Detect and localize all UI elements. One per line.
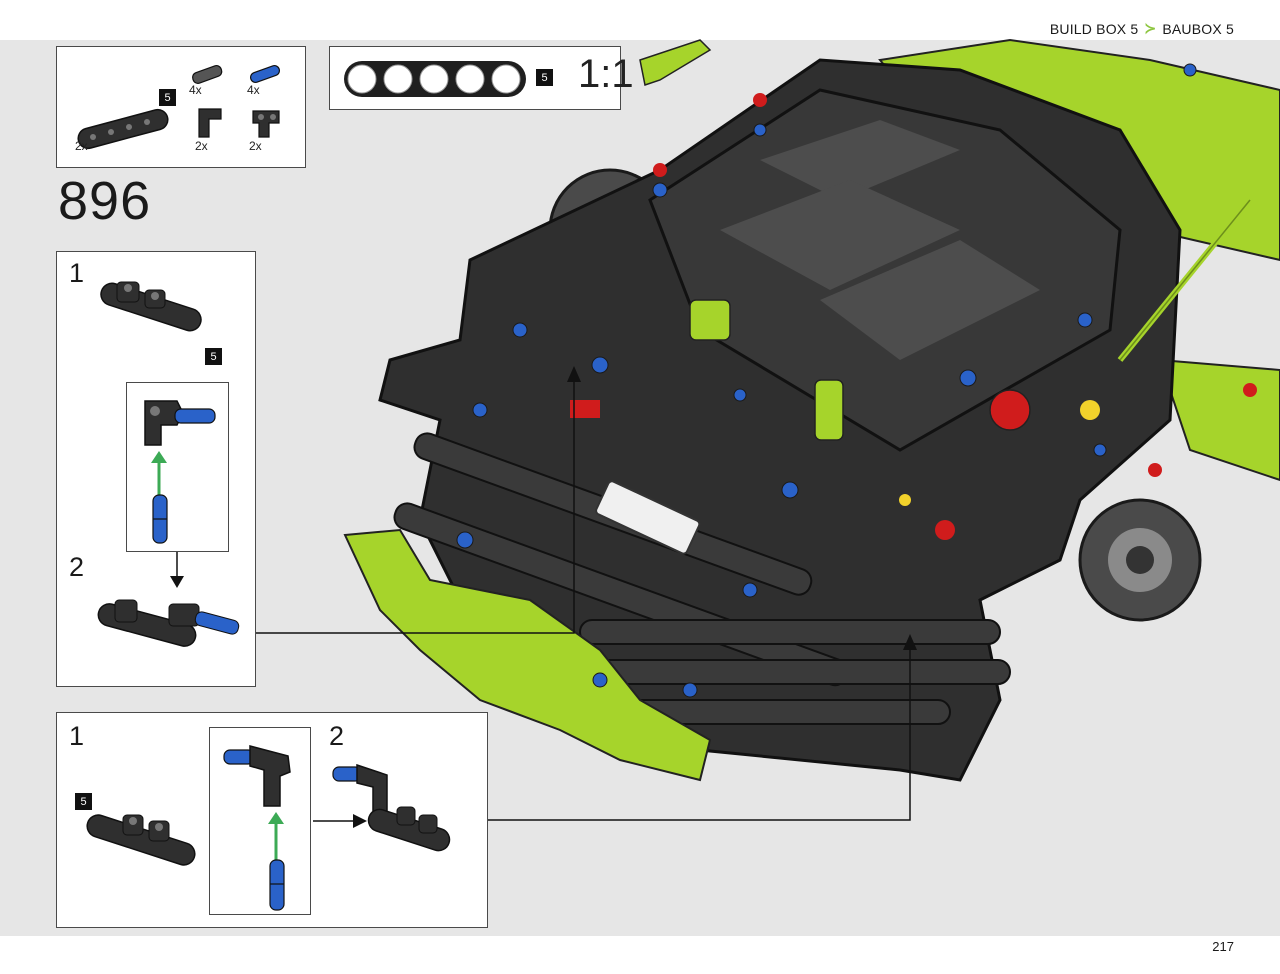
perpendicular-connector-part xyxy=(252,110,280,138)
angle-connector-with-pin xyxy=(223,745,291,807)
bag-badge: 5 xyxy=(159,89,176,106)
blue-pin-qty: 4x xyxy=(247,83,260,97)
blue-pin-part xyxy=(250,64,280,84)
completed-subassembly xyxy=(97,599,240,647)
arrow-up-icon xyxy=(268,812,284,860)
beam-with-connectors xyxy=(100,281,202,332)
step-number: 896 xyxy=(58,171,152,231)
parts-callout: 2x 5 4x 4x 2x 2x xyxy=(56,46,306,168)
baubox-label: BAUBOX 5 xyxy=(1162,20,1234,37)
blue-pin-part xyxy=(152,494,168,544)
completed-subassembly xyxy=(332,763,451,852)
angle-connector-qty: 2x xyxy=(195,139,208,153)
page-number: 217 xyxy=(1212,939,1234,954)
build-box-label: BUILD BOX 5 xyxy=(1049,20,1139,37)
assembly-arrow-icon xyxy=(313,814,367,828)
sub-bag-badge: 5 xyxy=(205,348,222,365)
separator-icon: ≻ xyxy=(1144,20,1157,36)
scale-label: 1:1 xyxy=(578,52,634,96)
connector-with-pin xyxy=(144,400,216,446)
axle-connector-part xyxy=(192,64,223,84)
sub-step-label: 2 xyxy=(329,721,345,751)
axle-connector-qty: 4x xyxy=(189,83,202,97)
inner-assembly-box xyxy=(126,382,229,552)
sub-bag-badge: 5 xyxy=(75,793,92,810)
beam-5-part xyxy=(77,108,169,150)
angle-connector-part xyxy=(198,108,222,138)
beam-5-qty: 2x xyxy=(75,139,88,153)
sub-step-label: 2 xyxy=(69,552,85,582)
perpendicular-connector-qty: 2x xyxy=(249,139,262,153)
arrow-down-icon xyxy=(170,552,184,588)
beam-with-connectors xyxy=(86,814,196,866)
sub-step-label: 1 xyxy=(69,721,85,751)
sub-step-label: 1 xyxy=(69,258,85,288)
subassembly-top: 1 5 2 xyxy=(56,251,256,687)
arrow-up-icon xyxy=(151,451,167,499)
build-box-breadcrumb: BUILD BOX 5 ≻ BAUBOX 5 xyxy=(1050,20,1234,37)
blue-pin-part xyxy=(269,859,285,911)
subassembly-bottom: 1 5 2 xyxy=(56,712,488,928)
inner-assembly-box xyxy=(209,727,311,915)
ruler-bag-badge: 5 xyxy=(536,69,553,86)
pin-ruler-icon xyxy=(344,61,526,97)
ruler-callout: 5 xyxy=(329,46,621,110)
